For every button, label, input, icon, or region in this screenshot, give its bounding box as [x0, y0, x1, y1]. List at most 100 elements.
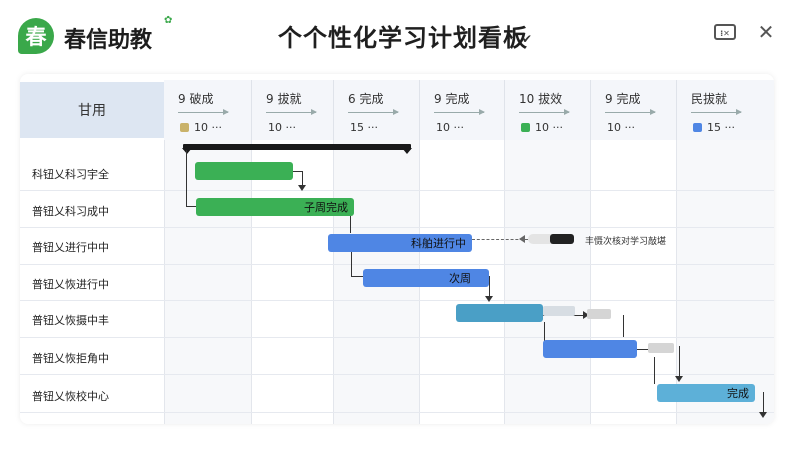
- column-bg: [504, 140, 590, 424]
- task-bar[interactable]: [543, 340, 637, 358]
- row-divider: [20, 190, 774, 191]
- column-count-text: 10 ···: [535, 121, 563, 134]
- task-bar[interactable]: [456, 304, 543, 322]
- task-bar[interactable]: 子周完成: [196, 198, 354, 216]
- row-label[interactable]: 普钮乂恢进行中: [32, 278, 109, 291]
- status-swatch: [693, 123, 702, 132]
- row-label[interactable]: 普钮乂科习成中: [32, 205, 109, 218]
- dependency-line: [351, 252, 352, 276]
- column-count: 10 ···: [436, 121, 464, 134]
- task-bar-extension: [543, 306, 575, 316]
- column-header[interactable]: 6 完成 15 ···: [333, 80, 419, 140]
- dependency-line: [654, 357, 655, 384]
- row-label[interactable]: 普钮乂恢摄中丰: [32, 314, 109, 327]
- task-bar-label: 科舶进行中: [411, 237, 466, 250]
- tooltip-handle[interactable]: [528, 234, 574, 244]
- column-label: 6 完成: [348, 92, 384, 106]
- column-count: 10 ···: [268, 121, 296, 134]
- task-bar-extension: [587, 309, 611, 319]
- close-icon: ✕: [757, 20, 775, 44]
- chevron-down-icon[interactable]: ✔: [522, 32, 533, 46]
- row-label[interactable]: 普钮乂恢拒角中: [32, 352, 109, 365]
- row-divider: [20, 227, 774, 228]
- arrow-right-icon: [266, 109, 317, 115]
- column-count-text: 10 ···: [607, 121, 635, 134]
- column-header[interactable]: 9 完成 10 ···: [419, 80, 504, 140]
- row-divider: [20, 264, 774, 265]
- brand-name: 春信助教: [64, 28, 153, 53]
- arrow-right-icon: [605, 109, 656, 115]
- sparkle-icon: ✿: [164, 15, 173, 26]
- dependency-line: [290, 171, 302, 172]
- arrow-right-icon: [348, 109, 399, 115]
- task-bar-label: 完成: [727, 387, 749, 400]
- row-label[interactable]: 普钮乂恢校中心: [32, 390, 109, 403]
- arrow-right-icon: [519, 109, 570, 115]
- task-bar[interactable]: [195, 162, 293, 180]
- arrow-right-icon: [691, 109, 742, 115]
- column-label: 民拔就: [691, 92, 728, 106]
- status-swatch: [521, 123, 530, 132]
- milestone-bar[interactable]: [182, 144, 412, 154]
- column-count-text: 15 ···: [350, 121, 378, 134]
- row-divider: [20, 412, 774, 413]
- column-bg: [676, 140, 774, 424]
- task-bar[interactable]: 次周: [363, 269, 489, 287]
- column-count-text: 15 ···: [707, 121, 735, 134]
- column-count-text: 10 ···: [436, 121, 464, 134]
- column-headers: 9 破成 10 ··· 9 拔就 10 ··· 6 完成 15 ··· 9 完成: [164, 80, 774, 140]
- column-header[interactable]: 9 完成 10 ···: [590, 80, 676, 140]
- dependency-line: [186, 150, 187, 206]
- dependency-line: [623, 315, 624, 337]
- row-label[interactable]: 科钮乂科习宇全: [32, 168, 109, 181]
- dependency-line: [302, 171, 303, 186]
- column-count: 10 ···: [180, 121, 222, 134]
- task-bar-label: 次周: [449, 272, 471, 285]
- column-count: 15 ···: [693, 121, 735, 134]
- column-count: 10 ···: [521, 121, 563, 134]
- task-bar-label: 子周完成: [304, 201, 348, 214]
- column-count: 15 ···: [350, 121, 378, 134]
- page-title: 个个性化学习计划看板: [278, 24, 528, 52]
- arrow-right-icon: [583, 311, 589, 319]
- column-label: 10 拔效: [519, 92, 563, 106]
- column-label: 9 完成: [434, 92, 470, 106]
- column-divider: [333, 140, 334, 424]
- chat-button[interactable]: ⁝✕: [711, 18, 739, 46]
- arrow-down-icon: [485, 296, 493, 302]
- row-header-cell: 甘用: [20, 82, 164, 138]
- dependency-line: [679, 346, 680, 378]
- task-bar-extension: [648, 343, 674, 353]
- column-divider: [251, 140, 252, 424]
- column-count: 10 ···: [607, 121, 635, 134]
- task-bar[interactable]: 科舶进行中: [328, 234, 472, 252]
- chat-icon: ⁝✕: [714, 24, 736, 40]
- row-label[interactable]: 普钮乂进行中中: [32, 241, 109, 254]
- row-divider: [20, 337, 774, 338]
- column-header[interactable]: 9 拔就 10 ···: [251, 80, 333, 140]
- arrow-left-icon: [519, 235, 525, 243]
- row-divider: [20, 374, 774, 375]
- column-header[interactable]: 9 破成 10 ···: [164, 80, 251, 140]
- column-divider: [164, 140, 165, 424]
- column-label: 9 拔就: [266, 92, 302, 106]
- column-count-text: 10 ···: [194, 121, 222, 134]
- status-swatch: [180, 123, 189, 132]
- column-count-text: 10 ···: [268, 121, 296, 134]
- arrow-down-icon: [298, 185, 306, 191]
- dependency-line: [489, 276, 490, 298]
- column-label: 9 破成: [178, 92, 214, 106]
- arrow-down-icon: [759, 412, 767, 418]
- arrow-down-icon: [675, 376, 683, 382]
- dependency-line: [351, 276, 363, 277]
- tooltip-handle-knob: [550, 234, 574, 244]
- column-header[interactable]: 民拔就 15 ···: [676, 80, 774, 140]
- dependency-line: [763, 392, 764, 414]
- column-header[interactable]: 10 拔效 10 ···: [504, 80, 590, 140]
- column-divider: [504, 140, 505, 424]
- column-label: 9 完成: [605, 92, 641, 106]
- task-bar[interactable]: 完成: [657, 384, 755, 402]
- gantt-board: 甘用 9 破成 10 ··· 9 拔就 10 ··· 6 完成 15 ··· 9: [20, 74, 774, 424]
- tooltip-text: 丰慑次核对学习敲堪: [585, 237, 667, 247]
- close-button[interactable]: ✕: [752, 18, 780, 46]
